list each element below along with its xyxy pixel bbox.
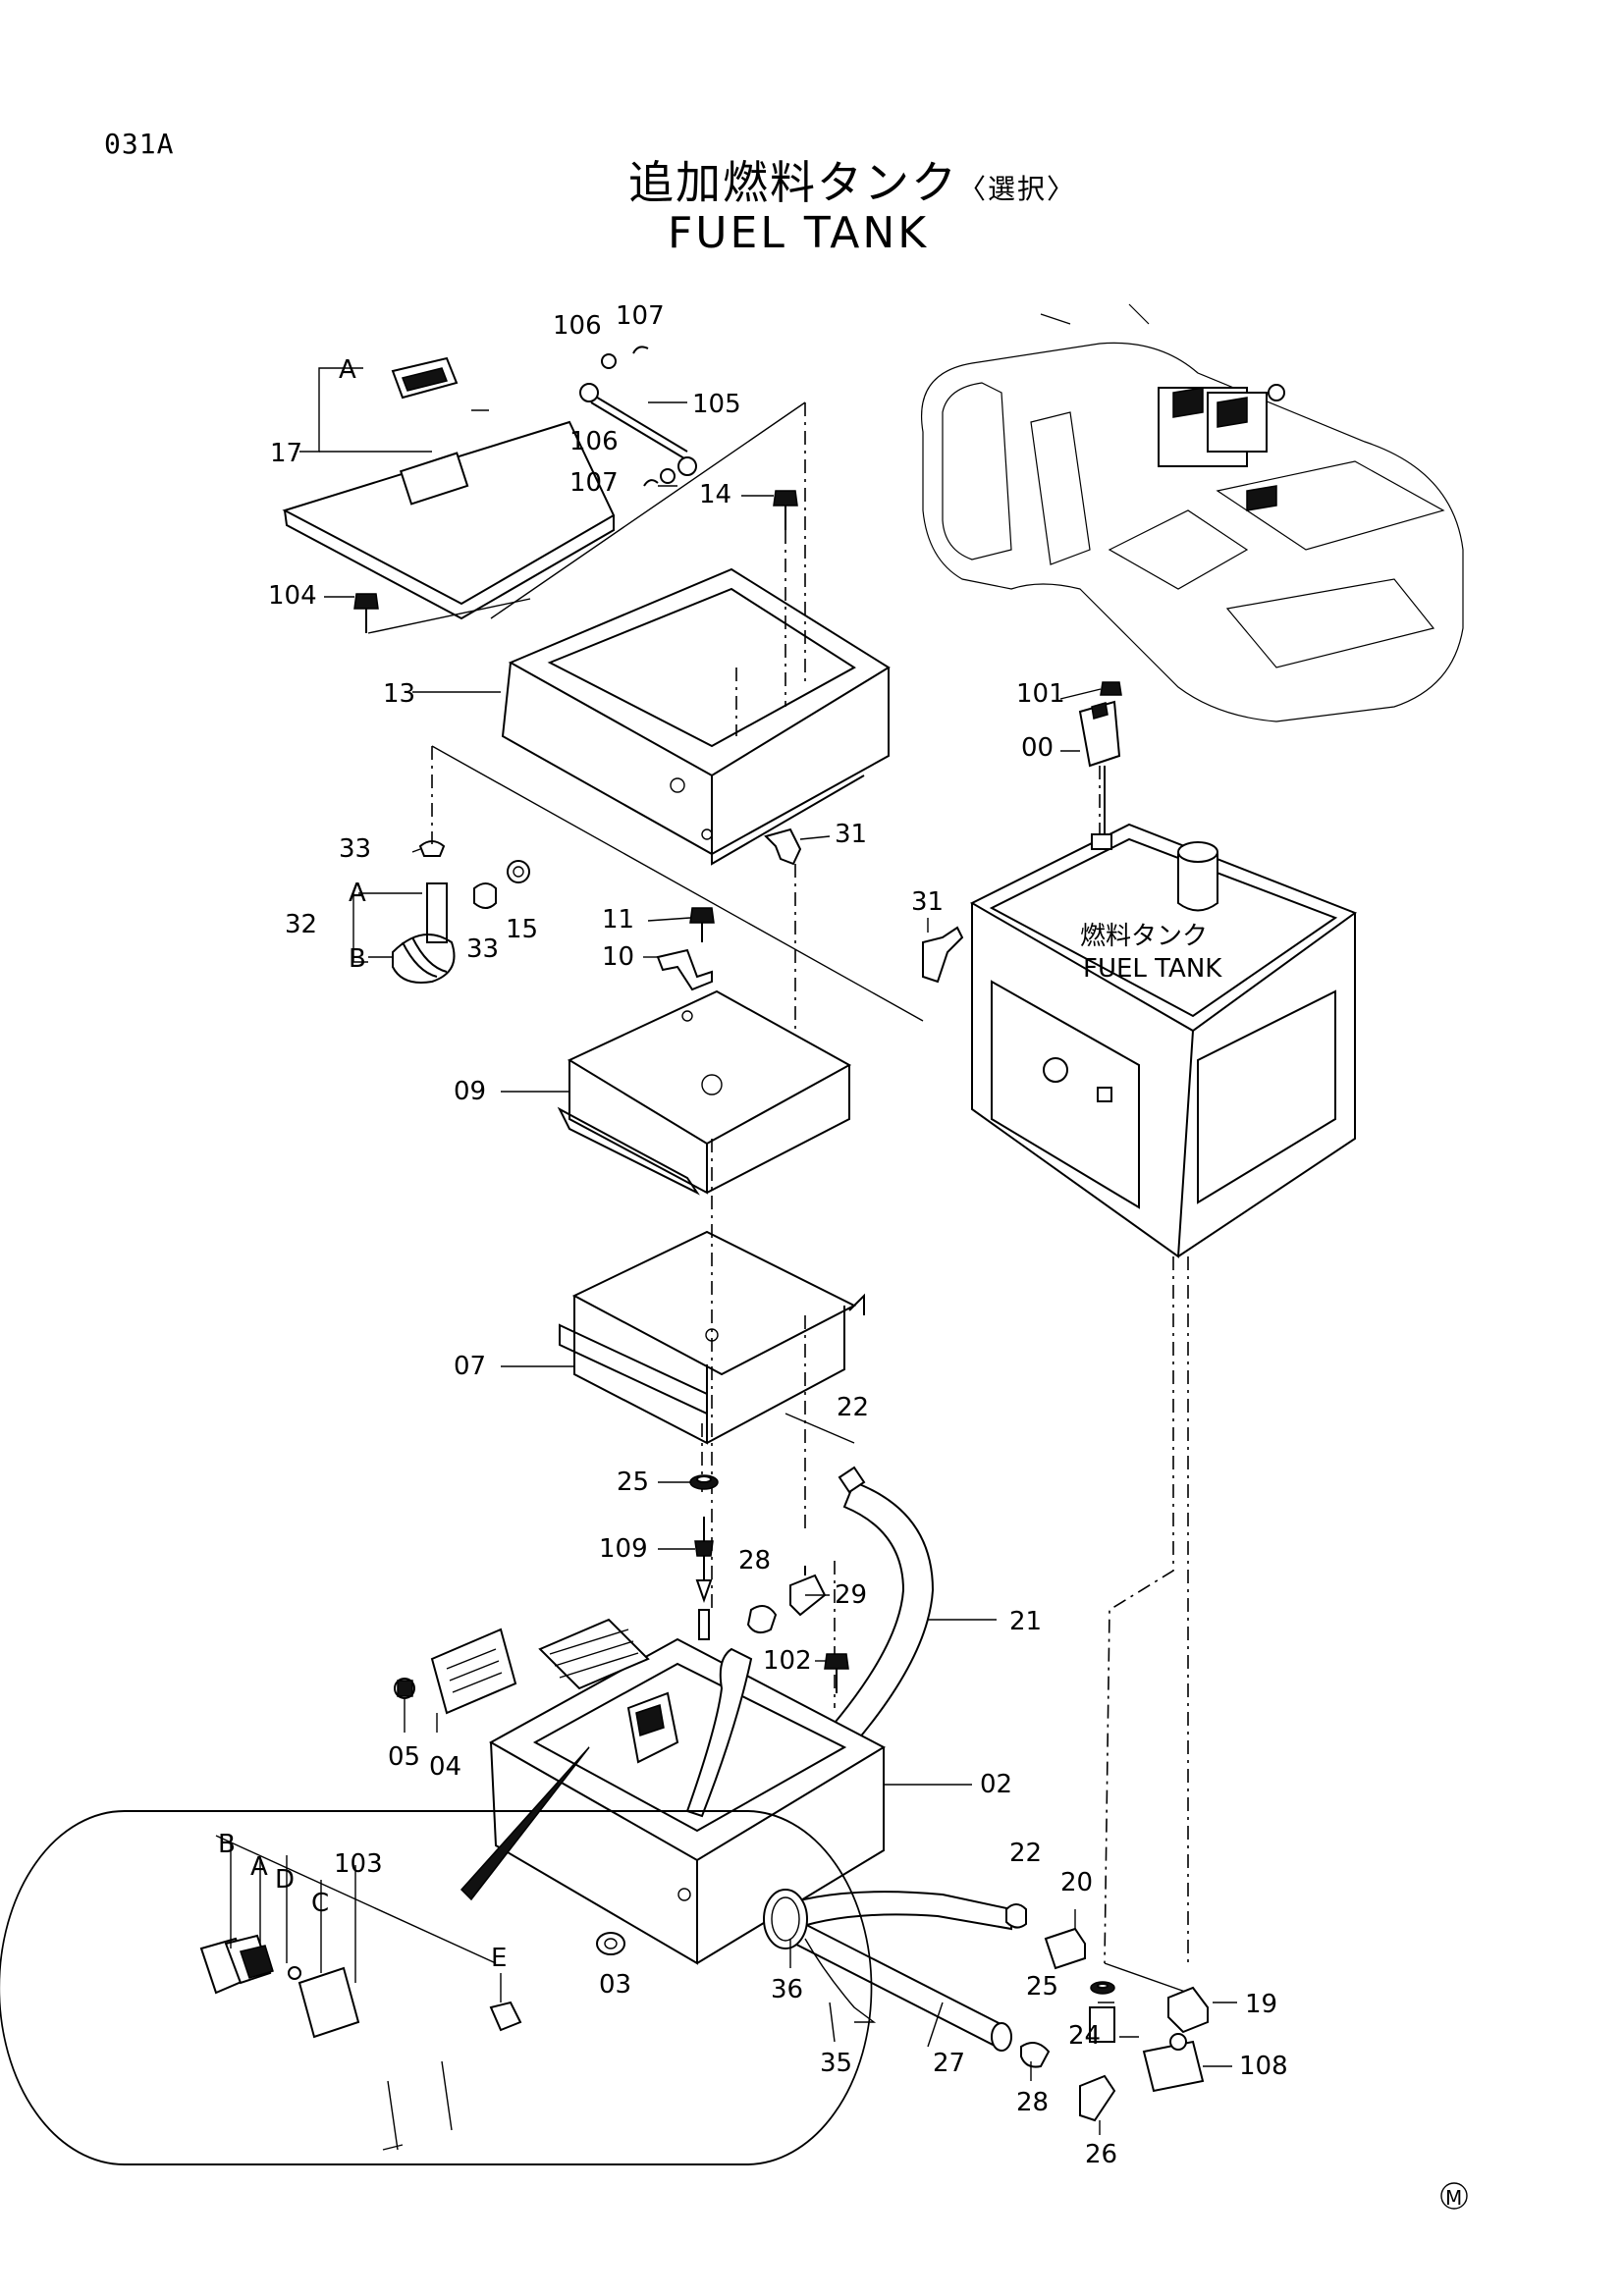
callout-02: 02 (980, 1770, 1012, 1799)
callout-03: 03 (599, 1970, 631, 2000)
callout-c: C (311, 1889, 329, 1918)
detail-view-bubble (0, 1746, 873, 2165)
callout-102: 102 (763, 1646, 812, 1676)
callout-21: 21 (1009, 1607, 1042, 1636)
part-09-cover (557, 989, 852, 1196)
part-07-bracket (559, 1230, 865, 1445)
callout-103: 103 (334, 1849, 383, 1879)
callout-29: 29 (835, 1580, 867, 1610)
part-13-box-frame (501, 567, 891, 866)
title-japanese: 追加燃料タンク〈選択〉 (628, 147, 1076, 212)
fuel-tank-label: 燃料タンク FUEL TANK (1080, 922, 1222, 984)
callouts: 106 107 105 106 107 A 17 14 104 13 101 0… (218, 301, 1288, 2169)
leader-lines (230, 367, 1237, 2135)
callout-b: B (218, 1830, 236, 1859)
callout-33: 33 (466, 934, 499, 964)
callout-13: 13 (383, 679, 415, 709)
machine-outline (921, 303, 1464, 722)
callout-31: 31 (835, 820, 867, 849)
callout-20: 20 (1060, 1868, 1093, 1897)
callout-104: 104 (268, 581, 317, 611)
callout-26: 26 (1085, 2140, 1117, 2169)
callout-27: 27 (933, 2049, 965, 2078)
tank-label-jp: 燃料タンク (1080, 922, 1208, 951)
callout-15: 15 (506, 915, 538, 944)
callout-107: 107 (569, 468, 619, 498)
callout-109: 109 (599, 1534, 648, 1564)
title-english: FUEL TANK (668, 208, 930, 258)
callout-a: A (250, 1852, 268, 1882)
callout-32: 32 (285, 910, 317, 939)
part-10-bracket (656, 907, 715, 991)
callout-106: 106 (569, 427, 619, 456)
callout-00: 00 (1021, 733, 1054, 763)
part-02-base (394, 1618, 887, 1965)
callout-25: 25 (617, 1468, 649, 1497)
callout-a: A (349, 879, 366, 908)
callout-107: 107 (616, 301, 665, 331)
callout-101: 101 (1016, 679, 1065, 709)
centre-lines (367, 401, 1189, 1994)
callout-22: 22 (1009, 1839, 1042, 1868)
callout-05: 05 (388, 1742, 420, 1772)
callout-35: 35 (820, 2049, 852, 2078)
tank-label-en: FUEL TANK (1083, 954, 1222, 984)
callout-24: 24 (1068, 2021, 1101, 2051)
callout-19: 19 (1245, 1990, 1277, 2019)
part-17-cover (282, 356, 616, 620)
callout-11: 11 (602, 905, 634, 934)
part-32-hose-fitting (392, 840, 530, 984)
callout-a: A (339, 355, 356, 385)
callout-10: 10 (602, 942, 634, 972)
callout-b: B (349, 944, 366, 974)
title-option: 〈選択〉 (958, 173, 1077, 205)
callout-d: D (275, 1865, 295, 1895)
callout-e: E (491, 1944, 507, 1973)
callout-28: 28 (738, 1546, 771, 1575)
part-31-elbow (764, 828, 964, 984)
part-fittings-bottom (1005, 1903, 1209, 2122)
fuel-tank-assembly (969, 681, 1358, 1258)
title-jp-text: 追加燃料タンク (628, 156, 958, 209)
part-bolts-upper (353, 490, 798, 633)
callout-04: 04 (429, 1752, 461, 1782)
m-mark: M (1440, 2182, 1468, 2210)
callout-09: 09 (454, 1077, 486, 1106)
callout-33: 33 (339, 834, 371, 864)
callout-22: 22 (837, 1393, 869, 1422)
callout-17: 17 (270, 439, 302, 468)
callout-28: 28 (1016, 2088, 1049, 2117)
callout-106: 106 (553, 311, 602, 341)
part-03-grommet (596, 1932, 625, 1955)
part-27-pipe (763, 1889, 1012, 2052)
callout-36: 36 (771, 1975, 803, 2004)
callout-07: 07 (454, 1352, 486, 1381)
page-code: 031A (104, 128, 175, 160)
callout-31: 31 (911, 887, 944, 917)
callout-14: 14 (699, 480, 731, 509)
callout-25: 25 (1026, 1972, 1058, 2002)
m-mark-letter: M (1445, 2186, 1462, 2210)
callout-108: 108 (1239, 2052, 1288, 2081)
part-105-gas-strut (579, 346, 697, 487)
callout-105: 105 (692, 390, 741, 419)
